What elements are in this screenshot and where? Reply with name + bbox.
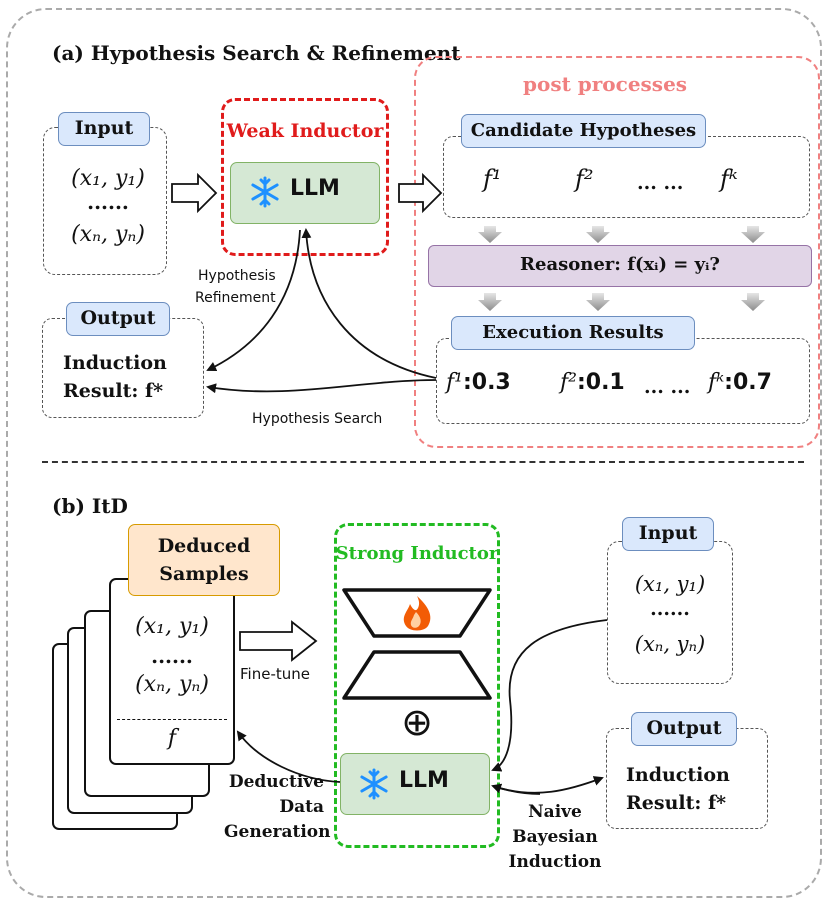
snowflake-icon [248, 175, 282, 209]
strong-llm-label: LLM [399, 768, 449, 793]
input-pair-n-a: (xₙ, yₙ) [71, 222, 145, 247]
sample-pair-1: (x₁, y₁) [135, 614, 209, 639]
exec-fn-k: fᵏ [708, 370, 725, 395]
exec-score-2: :0.1 [576, 370, 625, 395]
exec-fn-1: f¹ [446, 370, 463, 395]
deduced-tag-line1: Deduced [157, 535, 251, 557]
section-b-title: (b) ItD [52, 494, 128, 518]
sample-separator [117, 719, 227, 720]
induction-line1-b: Induction [626, 764, 730, 786]
post-processes-label: post processes [523, 72, 688, 96]
outer-frame [6, 8, 822, 898]
sample-ellipsis: ...... [151, 644, 193, 668]
search-label: Hypothesis Search [252, 411, 383, 427]
naive-line2: Bayesian [512, 827, 598, 847]
induction-line2-a: Result: f* [63, 380, 164, 402]
input-ellipsis-a: ...... [87, 190, 129, 214]
exec-result-2: f²:0.1 [560, 370, 625, 395]
weak-llm-box [230, 162, 380, 224]
section-a-title: (a) Hypothesis Search & Refinement [52, 41, 461, 65]
strong-inductor-label: Strong Inductor [335, 543, 499, 564]
naive-line1: Naive [528, 802, 582, 822]
deductive-line1: Deductive [228, 772, 324, 792]
input-pair-1-b: (x₁, y₁) [634, 572, 706, 596]
deduced-samples-tag [128, 524, 280, 596]
weak-inductor-label: Weak Inductor [226, 120, 384, 142]
input-pair-1-a: (x₁, y₁) [71, 166, 145, 191]
input-tag-b: Input [622, 517, 714, 551]
naive-line3: Induction [508, 852, 602, 872]
lora-label: LoRA [393, 665, 443, 685]
candidate-f1: f¹ [483, 165, 502, 193]
input-tag-a: Input [58, 112, 150, 146]
exec-fn-2: f² [560, 370, 577, 395]
exec-score-k: :0.7 [724, 370, 772, 395]
exec-result-1: f¹:0.3 [446, 370, 511, 395]
output-tag-a: Output [66, 302, 170, 336]
candidate-fk: fᵏ [720, 165, 738, 193]
refinement-label-1: Hypothesis [198, 268, 276, 284]
snowflake-icon-b [357, 767, 391, 801]
execution-tag: Execution Results [451, 316, 695, 350]
weak-llm-label: LLM [290, 176, 340, 201]
induction-line1-a: Induction [63, 352, 167, 374]
reasoner-box [428, 245, 812, 287]
plus-icon: ⊕ [401, 700, 433, 744]
induction-line2-b: Result: f* [626, 792, 727, 814]
sample-pair-n: (xₙ, yₙ) [135, 672, 209, 697]
exec-ellipsis: ... ... [644, 376, 691, 398]
sample-card-front [109, 578, 235, 765]
candidate-tag: Candidate Hypotheses [461, 114, 706, 148]
weak-inductor-box [221, 98, 389, 256]
exec-score-1: :0.3 [462, 370, 511, 395]
output-tag-b: Output [631, 712, 737, 746]
input-pair-n-b: (xₙ, yₙ) [634, 632, 706, 656]
finetune-label: Fine-tune [240, 665, 310, 683]
exec-result-k: fᵏ:0.7 [708, 370, 772, 395]
candidate-ellipsis: ... ... [637, 172, 684, 194]
deduced-tag-line2: Samples [159, 563, 249, 585]
deductive-line3: Generation [224, 822, 331, 842]
strong-llm-box [340, 753, 490, 815]
candidate-f2: f² [575, 165, 594, 193]
deductive-line2: Data [279, 797, 324, 817]
refinement-label-2: Refinement [195, 290, 276, 306]
reasoner-label: Reasoner: f(xᵢ) = yᵢ? [520, 254, 720, 275]
input-ellipsis-b: ...... [650, 598, 690, 620]
sample-f: f [167, 726, 177, 751]
section-divider [42, 461, 804, 463]
